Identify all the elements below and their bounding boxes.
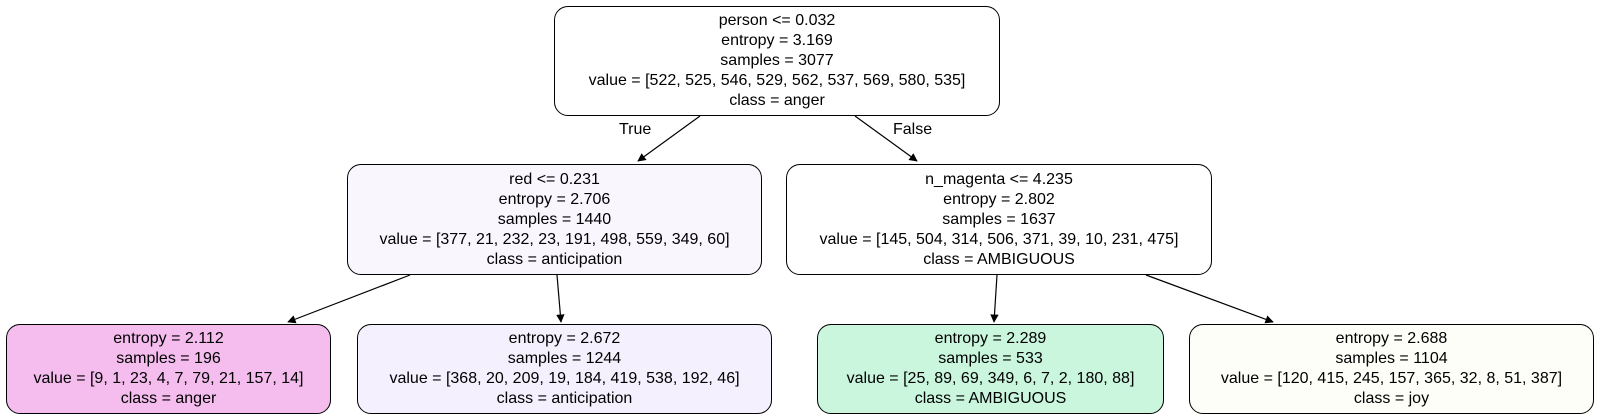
tree-leaf-left-right: entropy = 2.672 samples = 1244 value = [… [357,324,772,414]
tree-node-root: person <= 0.032 entropy = 3.169 samples … [554,6,1000,116]
node-samples: samples = 1637 [942,210,1056,228]
node-class: class = anger [120,390,217,407]
node-entropy: entropy = 2.672 [508,330,621,347]
node-value: value = [377, 21, 232, 23, 191, 498, 559… [379,230,730,248]
node-value: value = [145, 504, 314, 506, 371, 39, 10… [819,230,1179,248]
node-class: class = joy [1353,390,1430,407]
node-value: value = [522, 525, 546, 529, 562, 537, 5… [588,72,966,89]
node-value: value = [120, 415, 245, 157, 365, 32, 8,… [1220,370,1563,387]
edge-right-left [990,274,999,323]
node-entropy: entropy = 2.688 [1335,330,1448,347]
tree-leaf-left-left: entropy = 2.112 samples = 196 value = [9… [6,324,331,414]
edge-left-right [556,274,565,323]
node-samples: samples = 3077 [720,52,834,69]
edge-left-left [287,274,411,324]
node-entropy: entropy = 3.169 [721,32,833,49]
node-samples: samples = 1104 [1335,350,1448,367]
edge-label-false: False [893,121,933,138]
tree-leaf-right-right: entropy = 2.688 samples = 1104 value = [… [1189,324,1594,414]
node-split-condition: person <= 0.032 [718,12,836,29]
node-samples: samples = 1244 [507,350,622,367]
node-samples: samples = 196 [116,350,221,367]
node-class: class = anticipation [486,250,623,268]
node-split-condition: red <= 0.231 [509,170,600,188]
node-split-condition: n_magenta <= 4.235 [925,170,1073,188]
node-samples: samples = 1440 [497,210,612,228]
node-value: value = [25, 89, 69, 349, 6, 7, 2, 180, … [846,370,1135,387]
node-entropy: entropy = 2.706 [498,190,611,208]
node-value: value = [9, 1, 23, 4, 7, 79, 21, 157, 14… [33,370,304,387]
tree-node-right: n_magenta <= 4.235 entropy = 2.802 sampl… [786,164,1212,275]
edge-right-right [1145,274,1274,324]
tree-node-left: red <= 0.231 entropy = 2.706 samples = 1… [347,164,762,275]
edge-root-left [637,115,701,162]
node-samples: samples = 533 [938,350,1043,367]
node-class: class = anticipation [496,390,633,407]
edge-root-right [854,115,918,162]
edge-label-true: True [619,121,652,138]
node-class: class = anger [729,92,825,109]
node-entropy: entropy = 2.802 [943,190,1055,208]
tree-leaf-right-left: entropy = 2.289 samples = 533 value = [2… [817,324,1164,414]
node-entropy: entropy = 2.289 [934,330,1047,347]
node-entropy: entropy = 2.112 [113,330,224,347]
node-value: value = [368, 20, 209, 19, 184, 419, 538… [389,370,740,387]
node-class: class = AMBIGUOUS [914,390,1067,407]
node-class: class = AMBIGUOUS [923,250,1075,268]
